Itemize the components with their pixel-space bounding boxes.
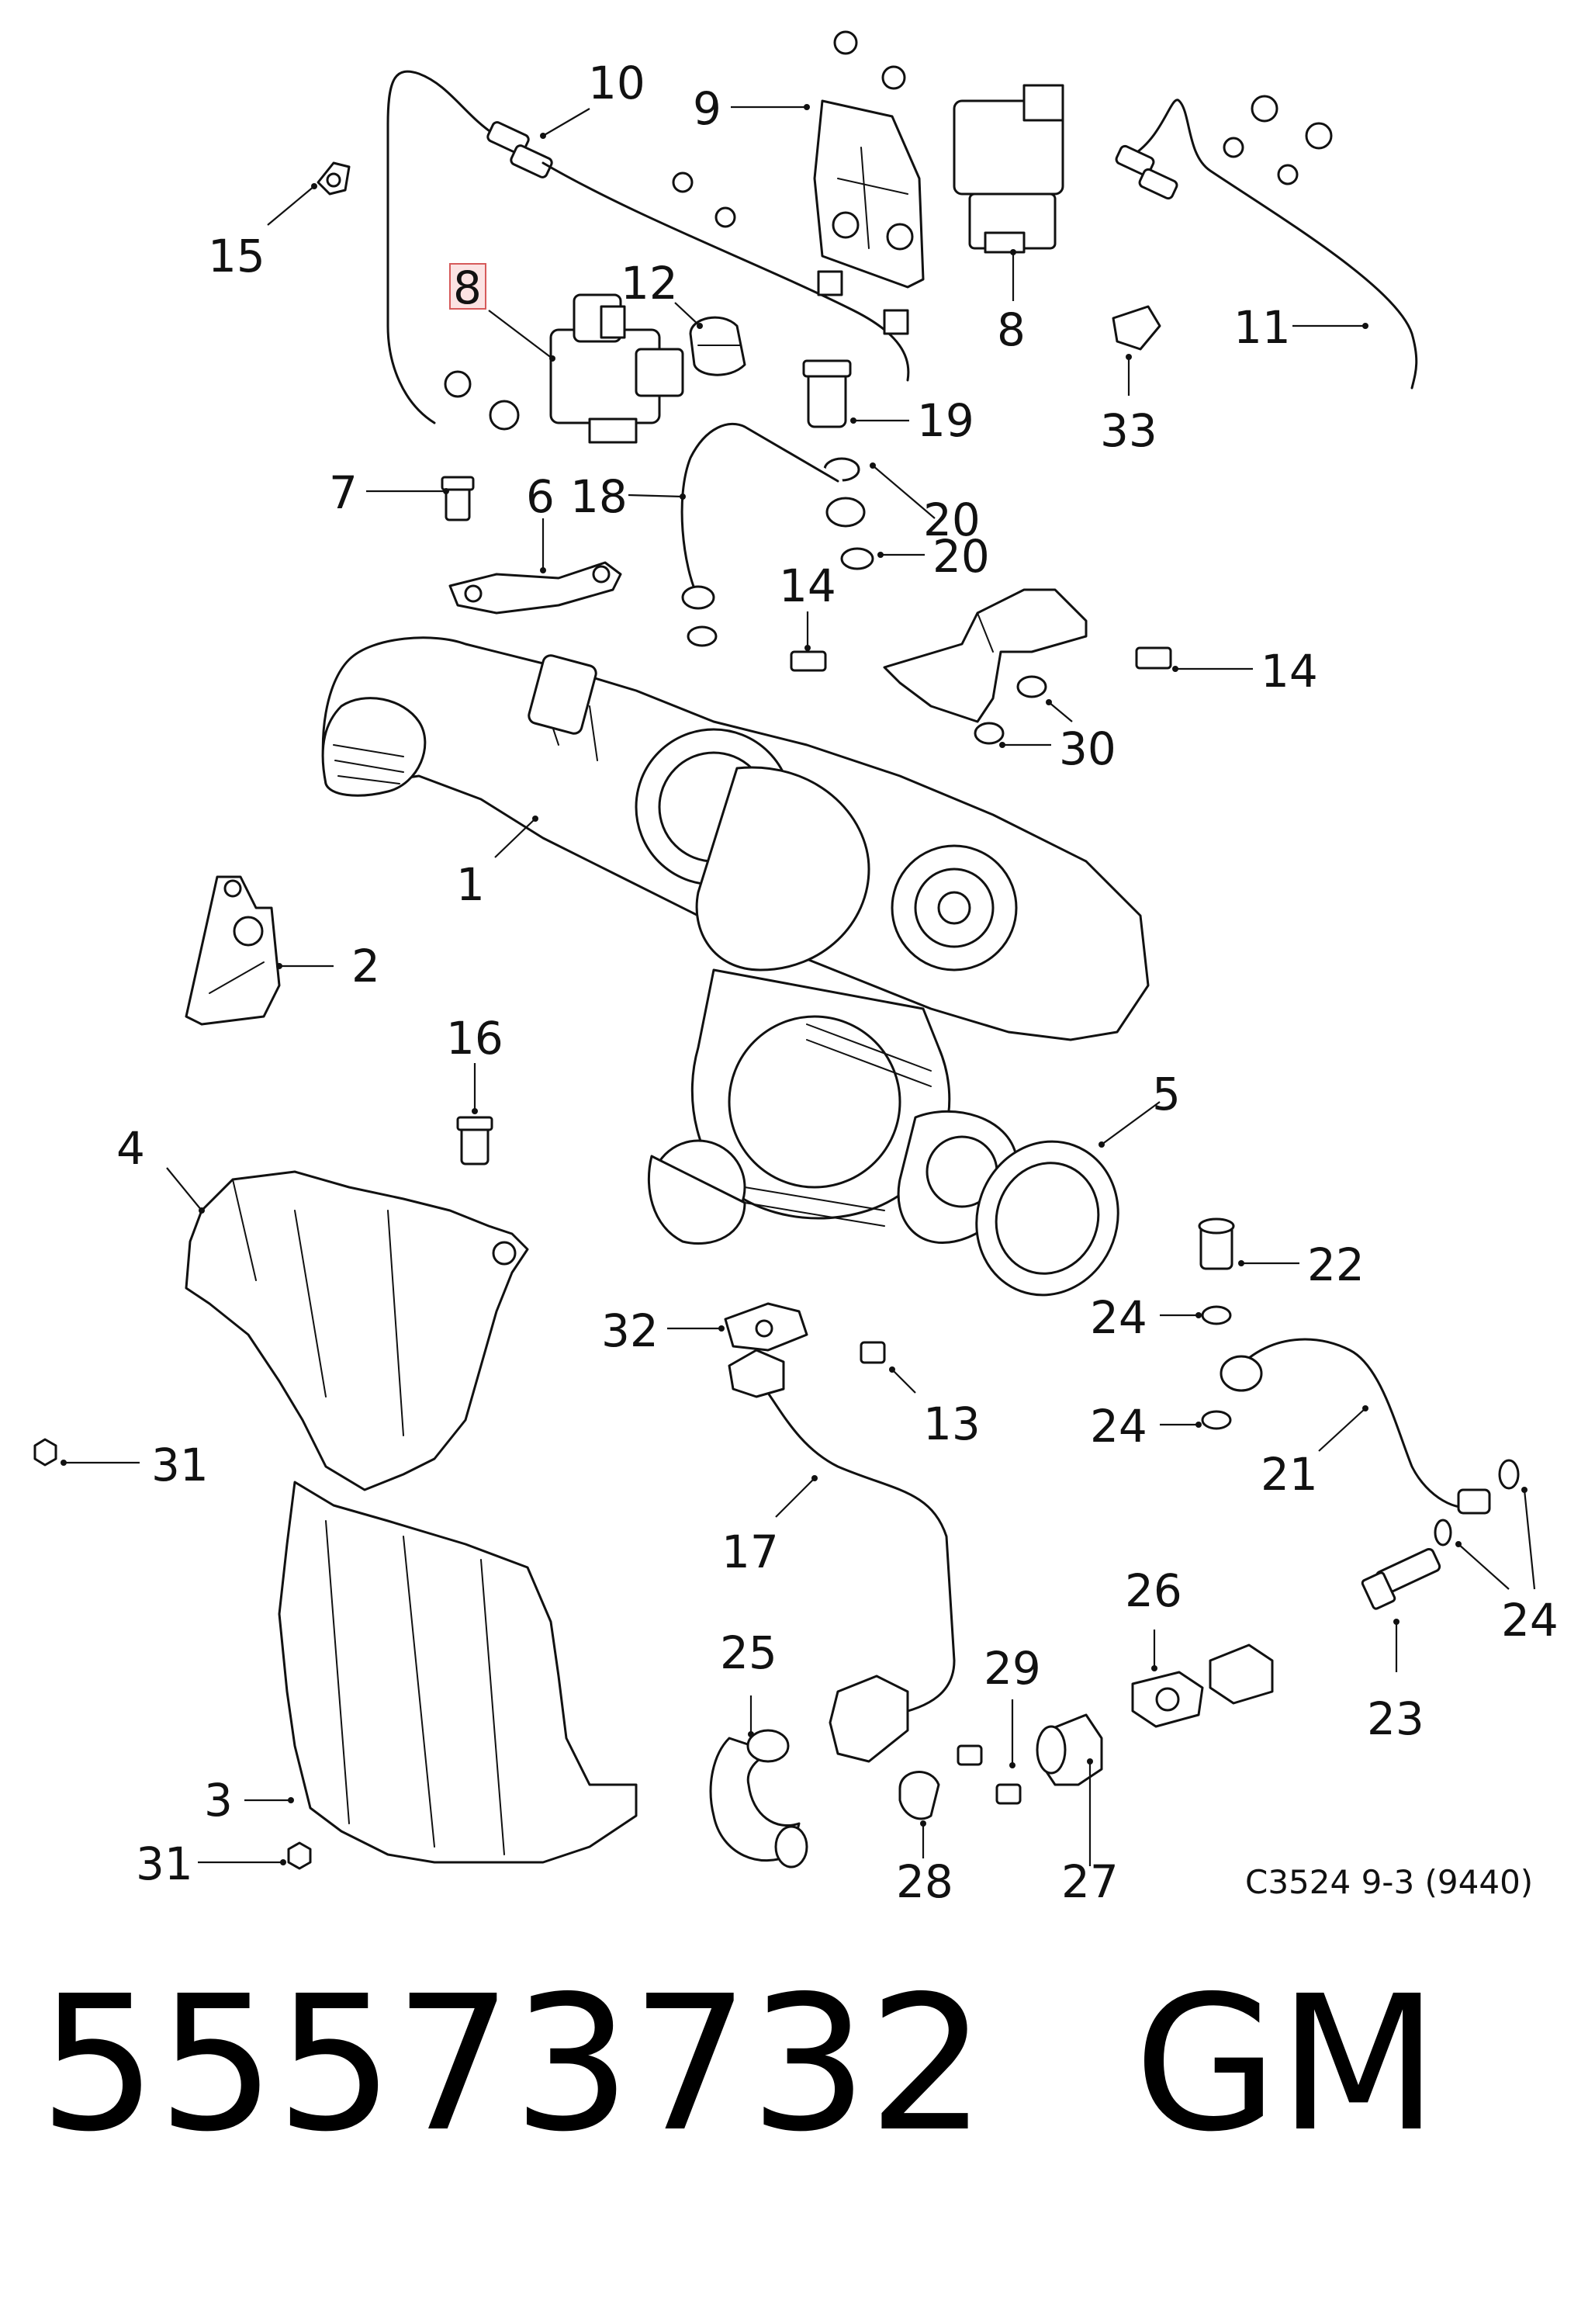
callout-labels: 1 2 3 4 5 6 7 8 8 9 10 11 12 13 14 14 15… (116, 57, 1559, 1908)
callout-18: 18 (570, 470, 628, 523)
callout-15: 15 (208, 230, 265, 282)
part-20-washers (823, 457, 874, 570)
part-19-banjo-bolt (802, 359, 852, 428)
part-26-flange (1131, 1643, 1274, 1728)
part-14-and-30-bracket (790, 588, 1172, 745)
callout-11: 11 (1233, 301, 1291, 354)
part-22-banjo-bolt (1198, 1217, 1235, 1270)
part-7-bolt (441, 476, 475, 521)
callout-20-lower: 20 (932, 530, 990, 583)
part-6-bracket-bar (448, 561, 622, 615)
callout-10: 10 (588, 57, 645, 109)
callout-2: 2 (351, 940, 380, 992)
callout-4: 4 (116, 1122, 145, 1175)
callout-31-left: 31 (151, 1439, 209, 1491)
callout-24-right: 24 (1501, 1594, 1559, 1647)
part-16-bolt (456, 1116, 493, 1165)
part-25-rubber-hose (709, 1729, 808, 1869)
callout-27: 27 (1061, 1855, 1119, 1908)
callout-14-right: 14 (1261, 645, 1318, 698)
callout-25: 25 (720, 1626, 777, 1679)
part-33-clip (1112, 305, 1161, 351)
part-2-bracket (185, 875, 281, 1026)
callout-7: 7 (329, 466, 358, 519)
callout-6: 6 (526, 470, 555, 523)
part-12-hose-clip (689, 316, 746, 376)
part-10-vacuum-hose (383, 67, 910, 428)
part-13-bolt (860, 1341, 886, 1364)
part-8-solenoid-valve-left (444, 293, 684, 444)
part-15-clip (317, 161, 351, 196)
callout-29: 29 (984, 1642, 1041, 1695)
part-32-gasket (724, 1302, 808, 1352)
part-28-29-clamp-bolts (898, 1744, 1022, 1820)
part-3-heat-shield-lower (278, 1481, 638, 1864)
callout-9: 9 (693, 82, 721, 135)
callout-20-upper: 20 (923, 494, 981, 546)
callout-8-highlighted: 8 (453, 261, 482, 314)
callout-leaders (61, 104, 1536, 1866)
callout-32: 32 (601, 1304, 659, 1357)
part-17-oil-return-pipe (728, 1349, 959, 1763)
callout-19: 19 (917, 394, 974, 447)
part-5-gasket (975, 1140, 1119, 1297)
callout-12: 12 (621, 257, 678, 310)
callout-14-left: 14 (779, 559, 836, 612)
callout-21: 21 (1261, 1448, 1318, 1501)
callout-8: 8 (997, 303, 1026, 356)
part-21-oil-hose (1220, 1335, 1491, 1515)
part-18-oil-feed-pipe (677, 419, 842, 647)
callout-22: 22 (1307, 1238, 1365, 1291)
callout-17: 17 (721, 1526, 779, 1578)
callout-24-upper: 24 (1090, 1291, 1147, 1344)
part-number: 55573732 (39, 1955, 987, 2173)
callout-3: 3 (204, 1774, 233, 1827)
small-bolts-top (672, 30, 1333, 228)
callout-24-middle: 24 (1090, 1400, 1147, 1453)
callout-26: 26 (1125, 1564, 1182, 1617)
part-23-bolt (1361, 1547, 1441, 1610)
diagram-caption: C3524 9-3 (9440) (1245, 1863, 1533, 1901)
highlight-box (449, 263, 486, 310)
part-9-bracket (813, 99, 925, 335)
part-24-washers (1201, 1305, 1520, 1546)
part-27-connector (1036, 1713, 1103, 1786)
callout-30: 30 (1059, 722, 1116, 775)
callout-23: 23 (1367, 1692, 1424, 1745)
callout-33: 33 (1100, 404, 1157, 457)
callout-1: 1 (456, 858, 485, 911)
callout-28: 28 (896, 1855, 953, 1908)
part-8-solenoid-valve-right (953, 84, 1064, 254)
callout-5: 5 (1152, 1068, 1181, 1120)
callout-31-bottom: 31 (136, 1837, 193, 1890)
part-11-vacuum-hose-right (1115, 95, 1421, 393)
callout-16: 16 (446, 1012, 503, 1065)
part-31-nuts (33, 1438, 312, 1870)
callout-13: 13 (923, 1398, 981, 1450)
part-1-turbo-manifold-assembly (321, 636, 1150, 1245)
part-brand: GM (1133, 1955, 1439, 2173)
part-4-heat-shield-upper (185, 1170, 529, 1491)
